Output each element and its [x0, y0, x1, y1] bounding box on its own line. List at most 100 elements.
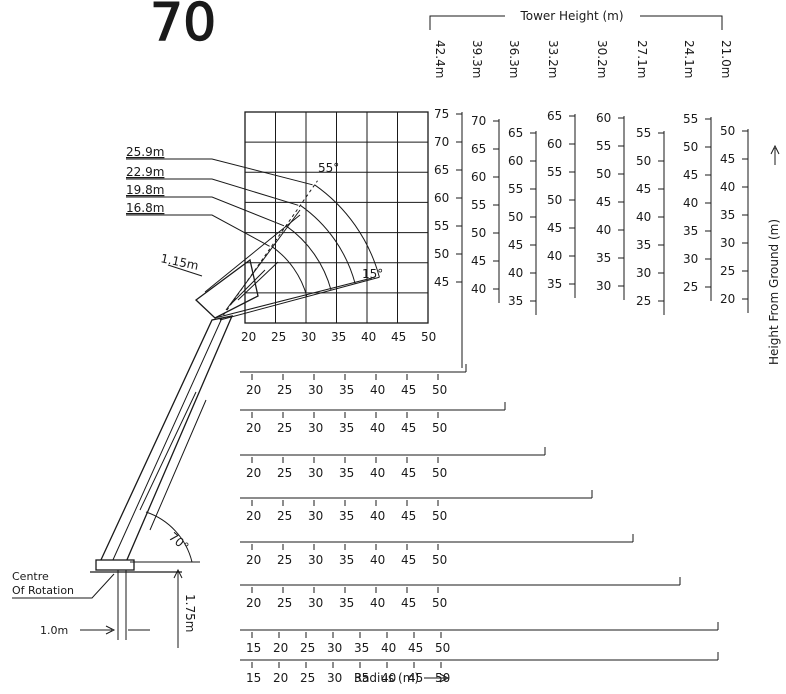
height-scale-value: 50 [720, 124, 735, 138]
radius-scale-value: 30 [308, 509, 323, 523]
tower-height-label: 24.1m [682, 40, 696, 78]
jib-length-leader [126, 178, 299, 206]
chart-number: 70 [150, 0, 216, 53]
tower-height-label: 33.2m [546, 40, 560, 78]
radius-scale-value: 20 [246, 509, 261, 523]
height-scale-value: 40 [636, 210, 651, 224]
radius-scale-value: 35 [354, 671, 369, 685]
radius-scale-value: 25 [277, 383, 292, 397]
height-scale-value: 40 [683, 196, 698, 210]
height-scale-value: 55 [547, 165, 562, 179]
height-scale-value: 70 [471, 114, 486, 128]
height-scale-value: 35 [596, 251, 611, 265]
radius-scale-value: 40 [381, 641, 396, 655]
grid-radius-value: 50 [421, 330, 436, 344]
tower-height-title: Tower Height (m) [519, 9, 623, 23]
radius-scale-value: 40 [381, 671, 396, 685]
radius-axis-label: Radius (m) [354, 671, 419, 685]
boom-angle-arc [130, 511, 200, 563]
height-scale-value: 40 [596, 223, 611, 237]
radius-scale-value: 25 [277, 509, 292, 523]
radius-scale-value: 45 [408, 641, 423, 655]
radius-scale-value: 30 [308, 421, 323, 435]
jib-length-leader [126, 158, 313, 186]
radius-scale-value: 25 [277, 553, 292, 567]
radius-scale-value: 45 [401, 553, 416, 567]
radius-scale-value: 20 [246, 553, 261, 567]
jib-range-arc [285, 225, 332, 291]
height-scale-value: 45 [508, 238, 523, 252]
radius-scale-value: 25 [300, 641, 315, 655]
height-scale-value: 65 [508, 126, 523, 140]
radius-scale-value: 20 [246, 383, 261, 397]
radius-scale-value: 50 [432, 509, 447, 523]
radius-scales: 20 25 30 35 40 45 50 20 25 30 35 40 45 50 20 25 30 35 40 45… [240, 330, 719, 685]
height-scale-value: 40 [720, 180, 735, 194]
height-scale-value: 30 [636, 266, 651, 280]
height-scale-value: 40 [471, 282, 486, 296]
grid-radius-value: 30 [301, 330, 316, 344]
height-scale-value: 60 [596, 111, 611, 125]
jib-length-label: 22.9m [126, 165, 164, 179]
height-scale-value: 55 [683, 112, 698, 126]
radius-scale-value: 45 [401, 383, 416, 397]
height-scale-value: 65 [471, 142, 486, 156]
height-scale-value: 45 [547, 221, 562, 235]
radius-scale-value: 30 [308, 553, 323, 567]
height-scale-value: 45 [683, 168, 698, 182]
radius-scale-value: 35 [339, 466, 354, 480]
radius-scale-value: 45 [401, 596, 416, 610]
pivot-offset-label: 1.0m [40, 624, 68, 637]
jib-length-labels: 25.9m 22.9m 19.8m 16.8m [126, 145, 313, 247]
jib-arcs [219, 180, 380, 321]
radius-scale-value: 40 [370, 596, 385, 610]
height-scale-value: 45 [471, 254, 486, 268]
tower-height-label: 27.1m [635, 40, 649, 78]
height-scale-value: 45 [720, 152, 735, 166]
height-scale-value: 50 [683, 140, 698, 154]
height-scale-value: 35 [720, 208, 735, 222]
height-scale-value: 45 [596, 195, 611, 209]
grid-radius-value: 45 [391, 330, 406, 344]
height-scale-value: 60 [434, 191, 449, 205]
radius-scale-value: 50 [432, 553, 447, 567]
jib-range-arc [300, 204, 356, 284]
jib-length-label: 16.8m [126, 201, 164, 215]
height-scale-value: 50 [508, 210, 523, 224]
jib-length-label: 25.9m [126, 145, 164, 159]
radius-scale-value: 20 [246, 421, 261, 435]
tower-height-bracket [429, 15, 723, 30]
jib-length-label: 19.8m [126, 183, 164, 197]
jib-max-angle-line [219, 180, 318, 321]
radius-scale-value: 45 [401, 509, 416, 523]
height-scale-value: 55 [508, 182, 523, 196]
height-scale-value: 35 [508, 294, 523, 308]
height-axis-label: Height From Ground (m) [767, 219, 781, 365]
height-scale-value: 45 [636, 182, 651, 196]
radius-scale-value: 40 [370, 466, 385, 480]
jib-length-leader [126, 214, 270, 247]
height-scale-value: 60 [547, 137, 562, 151]
height-scale-value: 65 [547, 109, 562, 123]
height-scale-value: 25 [636, 294, 651, 308]
height-scale-value: 60 [508, 154, 523, 168]
tower-height-label: 30.2m [595, 40, 609, 78]
radius-scale-value: 40 [370, 421, 385, 435]
radius-scale-value: 25 [277, 596, 292, 610]
radius-scale-value: 30 [327, 671, 342, 685]
height-scale-value: 50 [471, 226, 486, 240]
radius-scale-value: 35 [339, 553, 354, 567]
height-scale-value: 50 [434, 247, 449, 261]
centre-rotation-label-line2: Of Rotation [12, 584, 74, 597]
radius-scale-value: 35 [339, 383, 354, 397]
height-scale-value: 35 [547, 277, 562, 291]
radius-scale-value: 15 [246, 671, 261, 685]
height-scale-value: 25 [683, 280, 698, 294]
height-scale-value: 35 [683, 224, 698, 238]
radius-scale-value: 20 [273, 671, 288, 685]
height-scale-value: 40 [547, 249, 562, 263]
tower-height-label: 21.0m [719, 40, 733, 78]
radius-scale-value: 35 [339, 596, 354, 610]
radius-scale-value: 20 [246, 596, 261, 610]
height-scale-value: 50 [547, 193, 562, 207]
